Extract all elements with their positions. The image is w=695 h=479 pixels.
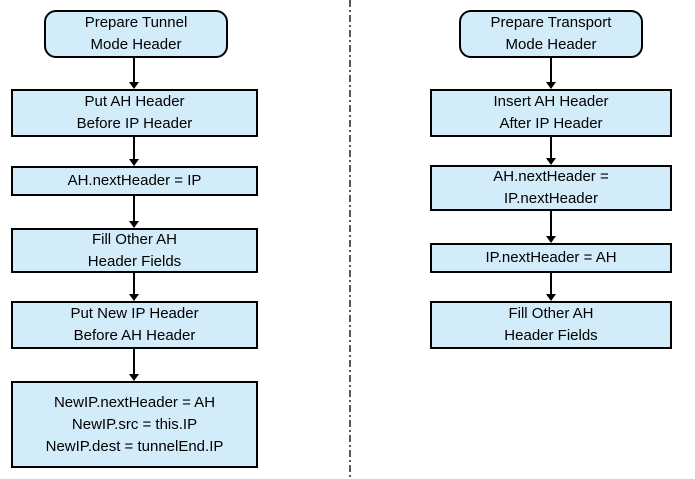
- arrow-shaft: [550, 137, 552, 160]
- node-text-line: Before AH Header: [73, 327, 196, 344]
- arrow-head-icon: [129, 82, 139, 89]
- flow-arrow-down: [546, 137, 556, 165]
- node-fill-other-ah-header-fields-tunnel: Fill Other AH Header Fields: [11, 228, 258, 273]
- node-text-line: Prepare Transport: [490, 14, 612, 31]
- flow-arrow-down: [129, 137, 139, 166]
- node-ah-nextheader-equals-ip-nextheader: AH.nextHeader = IP.nextHeader: [430, 165, 672, 211]
- divider-dashdot-line: [349, 0, 351, 479]
- flow-arrow-down: [129, 273, 139, 301]
- arrow-head-icon: [546, 82, 556, 89]
- node-text-line: Prepare Tunnel: [84, 14, 188, 31]
- node-insert-ah-header-after-ip-header: Insert AH Header After IP Header: [430, 89, 672, 137]
- arrow-shaft: [550, 58, 552, 84]
- arrow-shaft: [133, 273, 135, 296]
- node-text-line: Mode Header: [505, 36, 597, 53]
- node-ah-nextheader-equals-ip: AH.nextHeader = IP: [11, 166, 258, 196]
- arrow-head-icon: [546, 158, 556, 165]
- arrow-head-icon: [129, 374, 139, 381]
- node-text-line: Put AH Header: [84, 93, 185, 110]
- node-text-line: Fill Other AH: [508, 305, 594, 322]
- node-text-line: After IP Header: [499, 115, 603, 132]
- arrow-head-icon: [129, 221, 139, 228]
- arrow-shaft: [550, 211, 552, 238]
- arrow-shaft: [133, 196, 135, 223]
- node-text-line: Put New IP Header: [70, 305, 199, 322]
- node-text-line: AH.nextHeader = IP: [67, 172, 202, 189]
- node-ip-nextheader-equals-ah: IP.nextHeader = AH: [430, 243, 672, 273]
- flow-arrow-down: [129, 349, 139, 381]
- node-text-line: IP.nextHeader: [504, 190, 598, 207]
- flow-arrow-down: [546, 211, 556, 243]
- node-text-line: Header Fields: [87, 252, 182, 270]
- node-text-line: AH.nextHeader =: [493, 168, 609, 185]
- node-text-line: IP.nextHeader = AH: [485, 249, 617, 266]
- node-prepare-transport-mode-header: Prepare Transport Mode Header: [459, 10, 643, 58]
- node-prepare-tunnel-mode-header: Prepare Tunnel Mode Header: [44, 10, 228, 58]
- node-text-line: Before IP Header: [76, 115, 193, 132]
- node-put-new-ip-header-before-ah-header: Put New IP Header Before AH Header: [11, 301, 258, 349]
- arrow-head-icon: [546, 236, 556, 243]
- arrow-shaft: [133, 349, 135, 376]
- node-fill-other-ah-header-fields-transport: Fill Other AH Header Fields: [430, 301, 672, 349]
- arrow-head-icon: [546, 294, 556, 301]
- node-text-line: Fill Other AH: [91, 230, 178, 248]
- node-text-line: NewIP.src = this.IP: [71, 415, 198, 433]
- flow-arrow-down: [129, 196, 139, 228]
- flow-arrow-down: [129, 58, 139, 89]
- node-newip-field-assignments: NewIP.nextHeader = AH NewIP.src = this.I…: [11, 381, 258, 468]
- node-text-line: NewIP.dest = tunnelEnd.IP: [45, 437, 224, 455]
- flow-arrow-down: [546, 273, 556, 301]
- flow-arrow-down: [546, 58, 556, 89]
- node-text-line: NewIP.nextHeader = AH: [53, 393, 216, 411]
- node-put-ah-header-before-ip-header: Put AH Header Before IP Header: [11, 89, 258, 137]
- node-text-line: Mode Header: [90, 36, 182, 53]
- arrow-head-icon: [129, 294, 139, 301]
- arrow-head-icon: [129, 159, 139, 166]
- arrow-shaft: [133, 137, 135, 161]
- node-text-line: Header Fields: [504, 327, 598, 344]
- node-text-line: Insert AH Header: [493, 93, 609, 110]
- arrow-shaft: [133, 58, 135, 84]
- arrow-shaft: [550, 273, 552, 296]
